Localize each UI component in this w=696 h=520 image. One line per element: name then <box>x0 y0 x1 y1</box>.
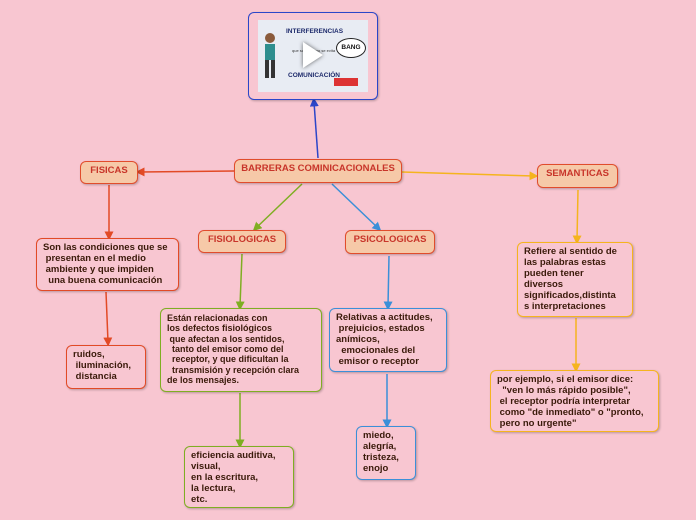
bang-badge: BANG <box>336 38 366 58</box>
edge-root-fisiologicas <box>252 183 303 232</box>
fisicas-node[interactable]: FISICAS <box>80 161 138 184</box>
edge-root-psicologicas <box>331 183 382 232</box>
edge-fisicas-ej <box>103 291 113 347</box>
edge-fisio-desc <box>235 253 245 311</box>
semanticas-node[interactable]: SEMANTICAS <box>537 164 618 188</box>
semanticas-example-node[interactable]: por ejemplo, si el emisor dice: "ven lo … <box>490 370 659 432</box>
psicologicas-node[interactable]: PSICOLOGICAS <box>345 230 435 254</box>
fisiologicas-description-node[interactable]: Están relacionadas con los defectos fisi… <box>160 308 322 392</box>
psicologicas-description-node[interactable]: Relativas a actitudes, prejuicios, estad… <box>329 308 447 372</box>
fisicas-examples-node[interactable]: ruidos, iluminación, distancia <box>66 345 146 389</box>
fisiologicas-examples-node[interactable]: eficiencia auditiva, visual, en la escri… <box>184 446 294 508</box>
edge-root-fisicas <box>135 167 235 177</box>
video-node[interactable]: INTERFERENCIAS que son y cómo se evita B… <box>248 12 378 100</box>
video-title-line1: INTERFERENCIAS <box>286 28 344 35</box>
fisiologicas-node[interactable]: FISIOLOGICAS <box>198 230 286 253</box>
edge-root-video <box>309 97 319 159</box>
person-illustration <box>265 33 275 78</box>
play-icon[interactable] <box>303 42 323 68</box>
video-thumbnail[interactable]: INTERFERENCIAS que son y cómo se evita B… <box>258 20 368 92</box>
psicologicas-examples-node[interactable]: miedo, alegría, tristeza, enojo <box>356 426 416 480</box>
edge-root-semanticas <box>401 171 539 181</box>
edge-seman-desc <box>572 189 582 245</box>
semanticas-description-node[interactable]: Refiere al sentido de las palabras estas… <box>517 242 633 317</box>
brand-logo <box>334 78 358 86</box>
edge-psico-desc <box>383 255 393 311</box>
fisicas-description-node[interactable]: Son las condiciones que se presentan en … <box>36 238 179 291</box>
video-title-line2: COMUNICACIÓN <box>288 72 340 79</box>
root-node[interactable]: BARRERAS COMINICACIONALES <box>234 159 402 183</box>
